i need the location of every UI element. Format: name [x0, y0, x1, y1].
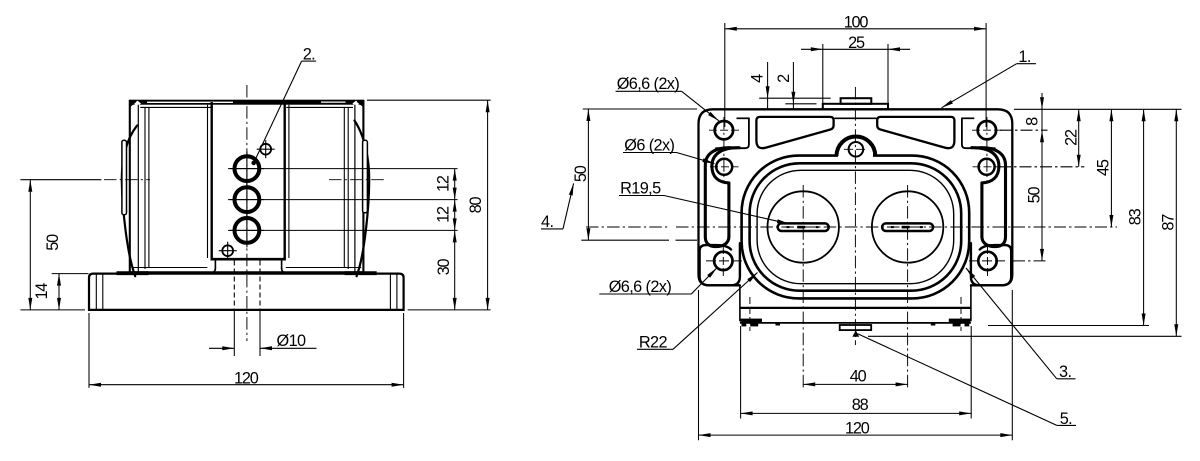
svg-text:Ø6,6 (2x): Ø6,6 (2x) [617, 75, 680, 93]
svg-text:120: 120 [234, 369, 259, 387]
svg-text:100: 100 [844, 14, 869, 32]
svg-text:12: 12 [434, 206, 452, 223]
svg-text:Ø6 (2x): Ø6 (2x) [624, 137, 674, 155]
svg-text:87: 87 [1159, 214, 1177, 231]
svg-text:120: 120 [845, 420, 870, 438]
svg-text:2.: 2. [303, 45, 315, 63]
svg-text:R22: R22 [639, 333, 668, 351]
svg-text:80: 80 [467, 197, 485, 214]
svg-text:12: 12 [434, 175, 452, 192]
svg-text:R19,5: R19,5 [620, 179, 661, 197]
svg-text:5.: 5. [1060, 410, 1072, 428]
svg-text:14: 14 [33, 283, 51, 300]
svg-text:8: 8 [1024, 117, 1042, 126]
svg-text:Ø10: Ø10 [277, 332, 307, 350]
svg-text:50: 50 [1026, 187, 1044, 204]
svg-text:3.: 3. [1059, 363, 1071, 381]
svg-text:45: 45 [1094, 159, 1112, 176]
svg-text:88: 88 [852, 396, 869, 414]
svg-text:22: 22 [1063, 129, 1081, 146]
svg-text:1.: 1. [1018, 48, 1030, 66]
svg-text:Ø6,6 (2x): Ø6,6 (2x) [609, 278, 672, 296]
svg-text:25: 25 [848, 34, 865, 52]
svg-text:50: 50 [572, 165, 590, 182]
svg-text:40: 40 [850, 368, 867, 386]
svg-text:4.: 4. [541, 213, 553, 231]
svg-text:83: 83 [1127, 208, 1145, 225]
svg-text:30: 30 [435, 259, 453, 276]
svg-text:4: 4 [748, 74, 766, 83]
svg-text:2: 2 [775, 74, 793, 83]
svg-text:50: 50 [44, 234, 62, 251]
